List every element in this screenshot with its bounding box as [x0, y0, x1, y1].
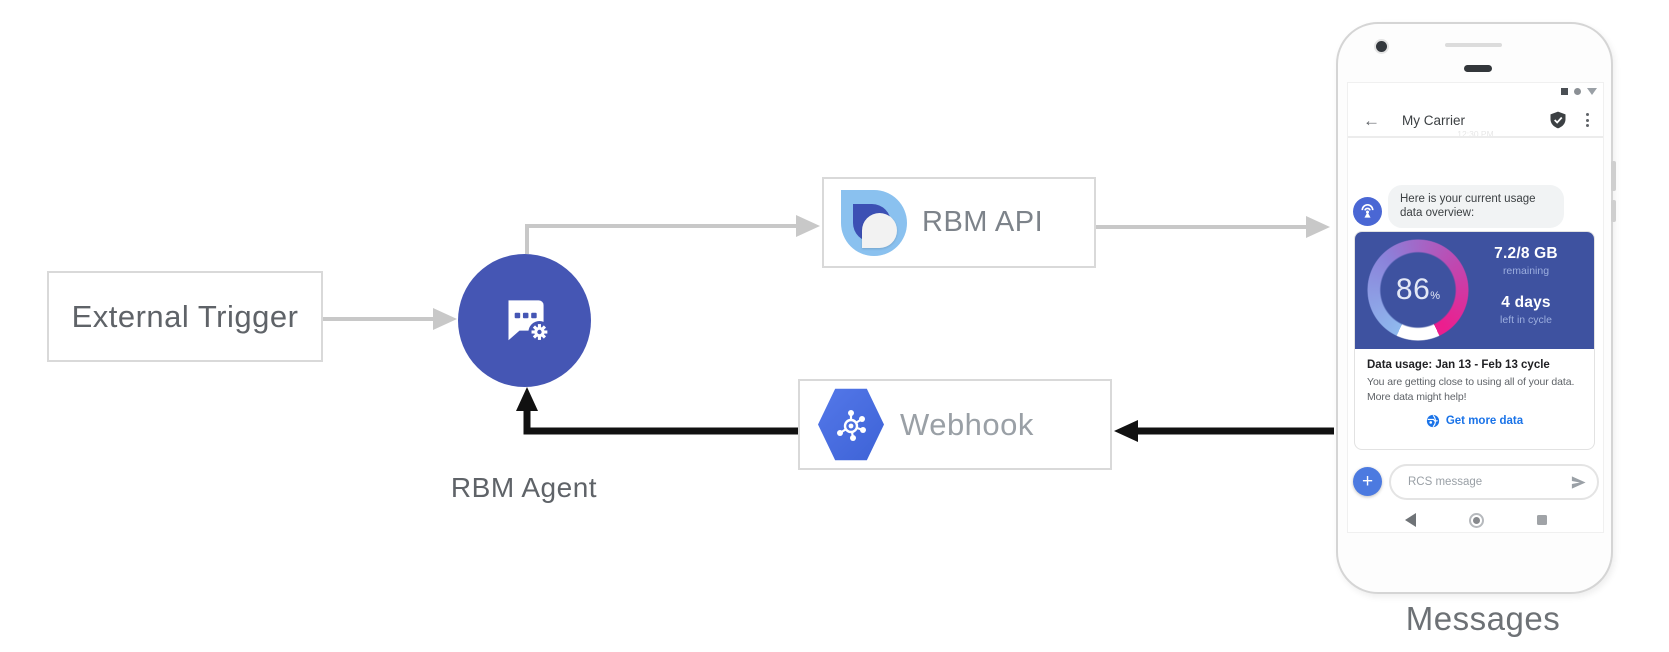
rbm-api-node: RBM API [822, 177, 1096, 268]
nav-recents-icon[interactable] [1536, 515, 1547, 525]
speaker-slot [1464, 65, 1492, 72]
front-camera [1376, 41, 1387, 52]
arrow-api-to-phone [1096, 216, 1330, 238]
usage-gauge: 86 % [1367, 239, 1469, 341]
rbm-api-logo-icon [840, 189, 908, 257]
timestamp: 12:30 PM [1457, 129, 1494, 139]
send-icon[interactable] [1570, 474, 1587, 491]
gauge-percent-value: 86 [1395, 273, 1431, 306]
attach-plus-button[interactable]: + [1353, 467, 1382, 496]
gauge-ring [1367, 239, 1469, 341]
rbm-api-label: RBM API [922, 206, 1044, 238]
android-nav-bar [1348, 511, 1603, 529]
days-left-label: left in cycle [1500, 314, 1552, 326]
header-divider [1348, 136, 1603, 138]
usage-card-body: You are getting close to using all of yo… [1367, 376, 1575, 403]
phone-mockup: ← My Carrier 12:30 PM [1336, 22, 1616, 594]
plus-icon: + [1361, 470, 1374, 492]
external-trigger-node: External Trigger [47, 271, 323, 362]
usage-card-chart-area: 86 % 7.2/8 GB remaining 4 days left in c… [1355, 232, 1594, 349]
usage-card-title: Data usage: Jan 13 - Feb 13 cycle [1367, 359, 1550, 371]
gauge-percent-symbol: % [1430, 290, 1441, 302]
usage-rich-card: 86 % 7.2/8 GB remaining 4 days left in c… [1354, 231, 1595, 450]
nav-back-icon[interactable] [1404, 513, 1416, 527]
verified-shield-icon [1550, 111, 1566, 129]
triangle-down-icon [1587, 87, 1597, 95]
webhook-hexagon-icon [818, 388, 884, 461]
data-remaining-label: remaining [1502, 265, 1550, 277]
conversation-header: ← My Carrier [1348, 105, 1603, 135]
arrow-phone-to-webhook [1114, 420, 1334, 442]
earpiece-speaker [1445, 43, 1502, 47]
arrow-webhook-to-agent [516, 387, 798, 435]
arrow-trigger-to-agent [323, 308, 457, 330]
rbm-agent-node [458, 254, 591, 387]
data-remaining-value: 7.2/8 GB [1494, 245, 1558, 262]
messages-caption: Messages [1405, 600, 1561, 637]
external-trigger-label: External Trigger [71, 298, 299, 334]
phone-screen: ← My Carrier 12:30 PM [1347, 82, 1604, 533]
chat-bubble-gear-icon [508, 299, 550, 343]
globe-icon [1426, 414, 1439, 428]
agent-message-bubble: Here is your current usage data overview… [1388, 185, 1564, 228]
get-more-data-label: Get more data [1445, 415, 1524, 427]
circle-icon [1574, 87, 1581, 95]
power-button [1611, 200, 1616, 222]
get-more-data-button[interactable]: Get more data [1367, 414, 1582, 428]
arrow-agent-to-api [525, 215, 820, 254]
volume-button [1611, 161, 1616, 191]
nav-home-icon[interactable] [1468, 512, 1484, 528]
overflow-menu-icon[interactable] [1584, 111, 1591, 129]
webhook-label: Webhook [900, 406, 1034, 442]
carrier-avatar [1353, 197, 1382, 226]
days-left-value: 4 days [1501, 294, 1551, 311]
rbm-agent-label: RBM Agent [450, 472, 598, 503]
back-arrow-icon[interactable]: ← [1363, 110, 1380, 130]
carrier-antenna-icon [1361, 204, 1374, 218]
square-icon [1561, 87, 1568, 95]
status-bar [1561, 86, 1597, 96]
rcs-message-input[interactable] [1408, 476, 1570, 488]
message-composer [1389, 464, 1599, 500]
webhook-node: Webhook [798, 379, 1112, 470]
conversation-title: My Carrier [1402, 112, 1465, 128]
